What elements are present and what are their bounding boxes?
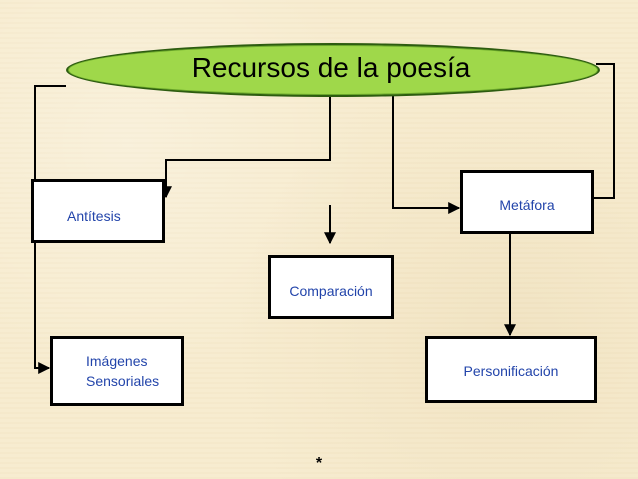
arrow-to-antitesis xyxy=(160,93,331,199)
footnote-asterisk: * xyxy=(315,455,323,472)
node-personificacion: Personificación xyxy=(425,336,597,403)
node-antitesis-label: Antítesis xyxy=(67,208,121,224)
node-comparacion-label: Comparación xyxy=(289,283,373,299)
node-antitesis: Antítesis xyxy=(31,179,165,243)
node-personificacion-label: Personificación xyxy=(463,363,559,379)
node-imagenes-label: Imágenes Sensoriales xyxy=(86,353,160,389)
node-imagenes-sensoriales: Imágenes Sensoriales xyxy=(50,336,184,406)
loop-oval-to-metafora xyxy=(594,63,615,199)
node-metafora-label: Metáfora xyxy=(499,197,555,213)
node-comparacion: Comparación xyxy=(268,255,394,319)
node-metafora: Metáfora xyxy=(460,170,594,234)
arrow-to-metafora xyxy=(333,94,461,214)
title-oval xyxy=(66,43,600,97)
diagram-title: Recursos de la poesía xyxy=(191,52,471,83)
